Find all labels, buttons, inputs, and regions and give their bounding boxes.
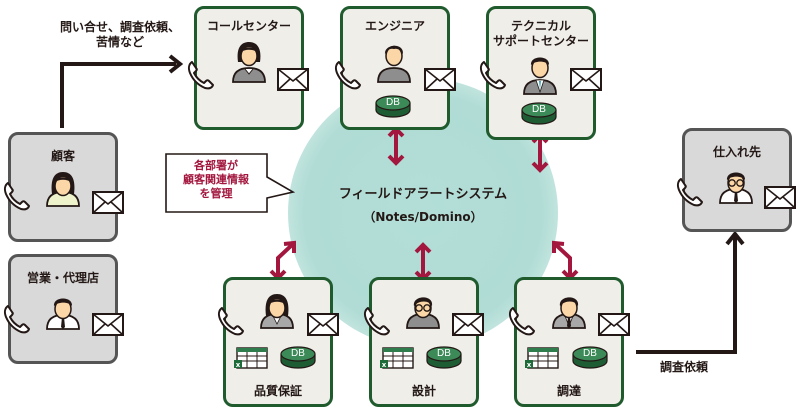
mail-icon — [92, 313, 124, 336]
survey-request-label: 調査依頼 — [659, 360, 708, 374]
mail-icon — [277, 68, 309, 91]
node-title: 顧客 — [50, 149, 75, 163]
person-male-icon — [377, 45, 411, 83]
node-supplier[interactable]: 仕入れ先 — [682, 128, 792, 232]
person-male-glasses-icon — [719, 172, 753, 204]
node-title: エンジニア — [364, 19, 425, 33]
db-label: DB — [437, 348, 451, 359]
person-female-icon — [46, 172, 80, 207]
phone-icon — [3, 305, 30, 334]
db-label: DB — [386, 97, 400, 108]
survey-request-arrow — [636, 230, 745, 354]
person-male-glasses-icon — [406, 297, 440, 329]
phone-icon — [363, 307, 390, 336]
person-male-suit-icon — [552, 297, 586, 329]
node-title: テクニカル サポートセンター — [489, 19, 593, 49]
system-label: フィールドアラートシステム （Notes/Domino） — [330, 183, 516, 225]
person-female-suit-icon — [260, 294, 294, 329]
node-title-line-2: サポートセンター — [492, 34, 589, 48]
inquiry-label: 問い合せ、調査依頼、 苦情など — [60, 20, 180, 50]
node-title: 営業・代理店 — [26, 271, 99, 285]
phone-icon — [334, 61, 361, 90]
mail-icon — [570, 68, 602, 91]
phone-icon — [187, 61, 214, 90]
mail-icon — [424, 68, 456, 91]
mail-icon — [598, 313, 630, 336]
arrow-tech-support — [531, 132, 549, 173]
inquiry-line-2: 苦情など — [95, 35, 144, 49]
excel-icon — [233, 347, 268, 370]
mail-icon — [307, 313, 339, 336]
node-title: 設計 — [411, 384, 436, 398]
excel-icon — [379, 347, 414, 370]
node-title: 調達 — [556, 384, 581, 398]
phone-icon — [3, 182, 30, 211]
person-male-suit-icon — [523, 57, 557, 95]
callout-line-3: を管理 — [199, 187, 233, 200]
node-title: 品質保証 — [253, 384, 302, 398]
db-label: DB — [583, 348, 597, 359]
excel-icon — [524, 347, 559, 370]
callout-line-2: 顧客関連情報 — [183, 173, 249, 186]
system-subtitle: （Notes/Domino） — [363, 210, 483, 224]
arrow-design — [414, 242, 432, 282]
arrow-engineer — [387, 126, 405, 166]
mail-icon — [452, 313, 484, 336]
arrow-procurement — [552, 240, 579, 281]
node-title: コールセンター — [206, 19, 291, 33]
system-title: フィールドアラートシステム — [338, 187, 508, 202]
phone-icon — [217, 307, 244, 336]
phone-icon — [676, 178, 703, 207]
db-label: DB — [532, 104, 546, 115]
node-title-line-1: テクニカル — [510, 19, 571, 33]
person-female-operator-icon — [232, 42, 266, 83]
mail-icon — [92, 191, 124, 214]
callout-bubble — [165, 153, 296, 213]
inquiry-arrow — [60, 54, 184, 128]
phone-icon — [508, 307, 535, 336]
callout-text: 各部署が 顧客関連情報 を管理 — [166, 159, 266, 201]
inquiry-line-1: 問い合せ、調査依頼、 — [60, 20, 181, 34]
callout-line-1: 各部署が — [194, 159, 238, 172]
db-label: DB — [291, 348, 305, 359]
mail-icon — [764, 186, 796, 209]
person-male-tie-icon — [46, 298, 80, 330]
arrow-quality — [269, 240, 296, 281]
node-title: 仕入れ先 — [712, 145, 761, 159]
phone-icon — [479, 61, 506, 90]
